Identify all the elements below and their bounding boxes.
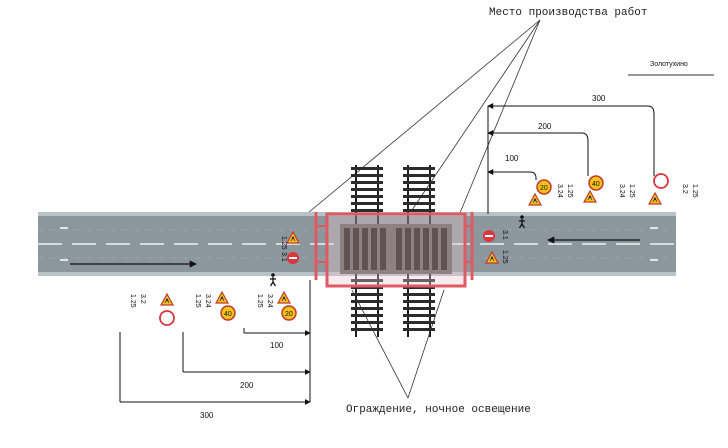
no-vehicles-sign-icon	[159, 310, 175, 326]
sign-code-3-2-bottom: 3.2	[139, 294, 146, 304]
fencing-label: Ограждение, ночное освещение	[346, 404, 531, 416]
distance-200-top: 200	[538, 122, 552, 131]
speed-40-bottom: 40	[224, 311, 232, 318]
road-works-warning-sign-icon	[583, 190, 597, 203]
no-entry-sign-icon	[287, 252, 299, 264]
road-works-warning-sign-icon	[215, 291, 229, 304]
sign-code-1-25-bottom-b: 1.25	[194, 294, 201, 308]
fencing-leader-lines	[351, 289, 445, 399]
speed-limit-sign-icon: 40	[588, 175, 604, 191]
sign-code-3-24-top-b: 3.24	[618, 184, 625, 198]
distance-300-bottom: 300	[200, 411, 214, 420]
sign-code-1-25-top-b: 1.25	[628, 184, 635, 198]
road-works-warning-sign-icon	[528, 193, 542, 206]
distance-markers-top	[487, 103, 655, 214]
distance-100-bottom: 100	[270, 341, 284, 350]
sign-code-3-24-top-a: 3.24	[556, 184, 563, 198]
sign-code-1-25-top-a: 1.25	[566, 184, 573, 198]
distance-markers-bottom	[119, 280, 311, 405]
road-works-warning-sign-icon	[648, 192, 662, 205]
work-site-leader-lines	[301, 19, 541, 226]
speed-20-top: 20	[540, 185, 548, 192]
sign-code-1-25-left: 1.25	[280, 236, 287, 250]
work-site-label: Место производства работ	[489, 6, 647, 19]
speed-limit-sign-icon: 40	[220, 305, 236, 321]
sign-code-1-25-bottom-c: 1.25	[256, 294, 263, 308]
sign-code-1-25-top-c: 1.25	[691, 184, 698, 198]
sign-code-3-1-left: 3.1	[280, 252, 287, 262]
no-entry-sign-icon	[483, 230, 495, 242]
railway-track-icon	[340, 165, 452, 337]
speed-limit-sign-icon: 20	[536, 179, 552, 195]
fencing-barrier	[314, 212, 474, 288]
road-works-warning-sign-icon	[277, 291, 291, 304]
sign-code-3-2-top: 3.2	[681, 184, 688, 194]
distance-300-top: 300	[592, 94, 606, 103]
sign-code-1-25-bottom-a: 1.25	[129, 294, 136, 308]
speed-20-bottom: 20	[285, 311, 293, 318]
sign-code-3-1-right: 3.1	[501, 230, 508, 240]
road-works-warning-sign-icon	[160, 293, 174, 306]
town-label: Золотухино	[650, 61, 688, 68]
speed-limit-sign-icon: 20	[281, 305, 297, 321]
sign-code-3-24-bottom-a: 3.24	[204, 294, 211, 308]
distance-100-top: 100	[505, 154, 519, 163]
sign-code-1-25-right: 1.25	[501, 250, 508, 264]
speed-40-top: 40	[592, 181, 600, 188]
distance-200-bottom: 200	[240, 381, 254, 390]
sign-code-3-24-bottom-b: 3.24	[266, 294, 273, 308]
no-vehicles-sign-icon	[653, 173, 669, 189]
